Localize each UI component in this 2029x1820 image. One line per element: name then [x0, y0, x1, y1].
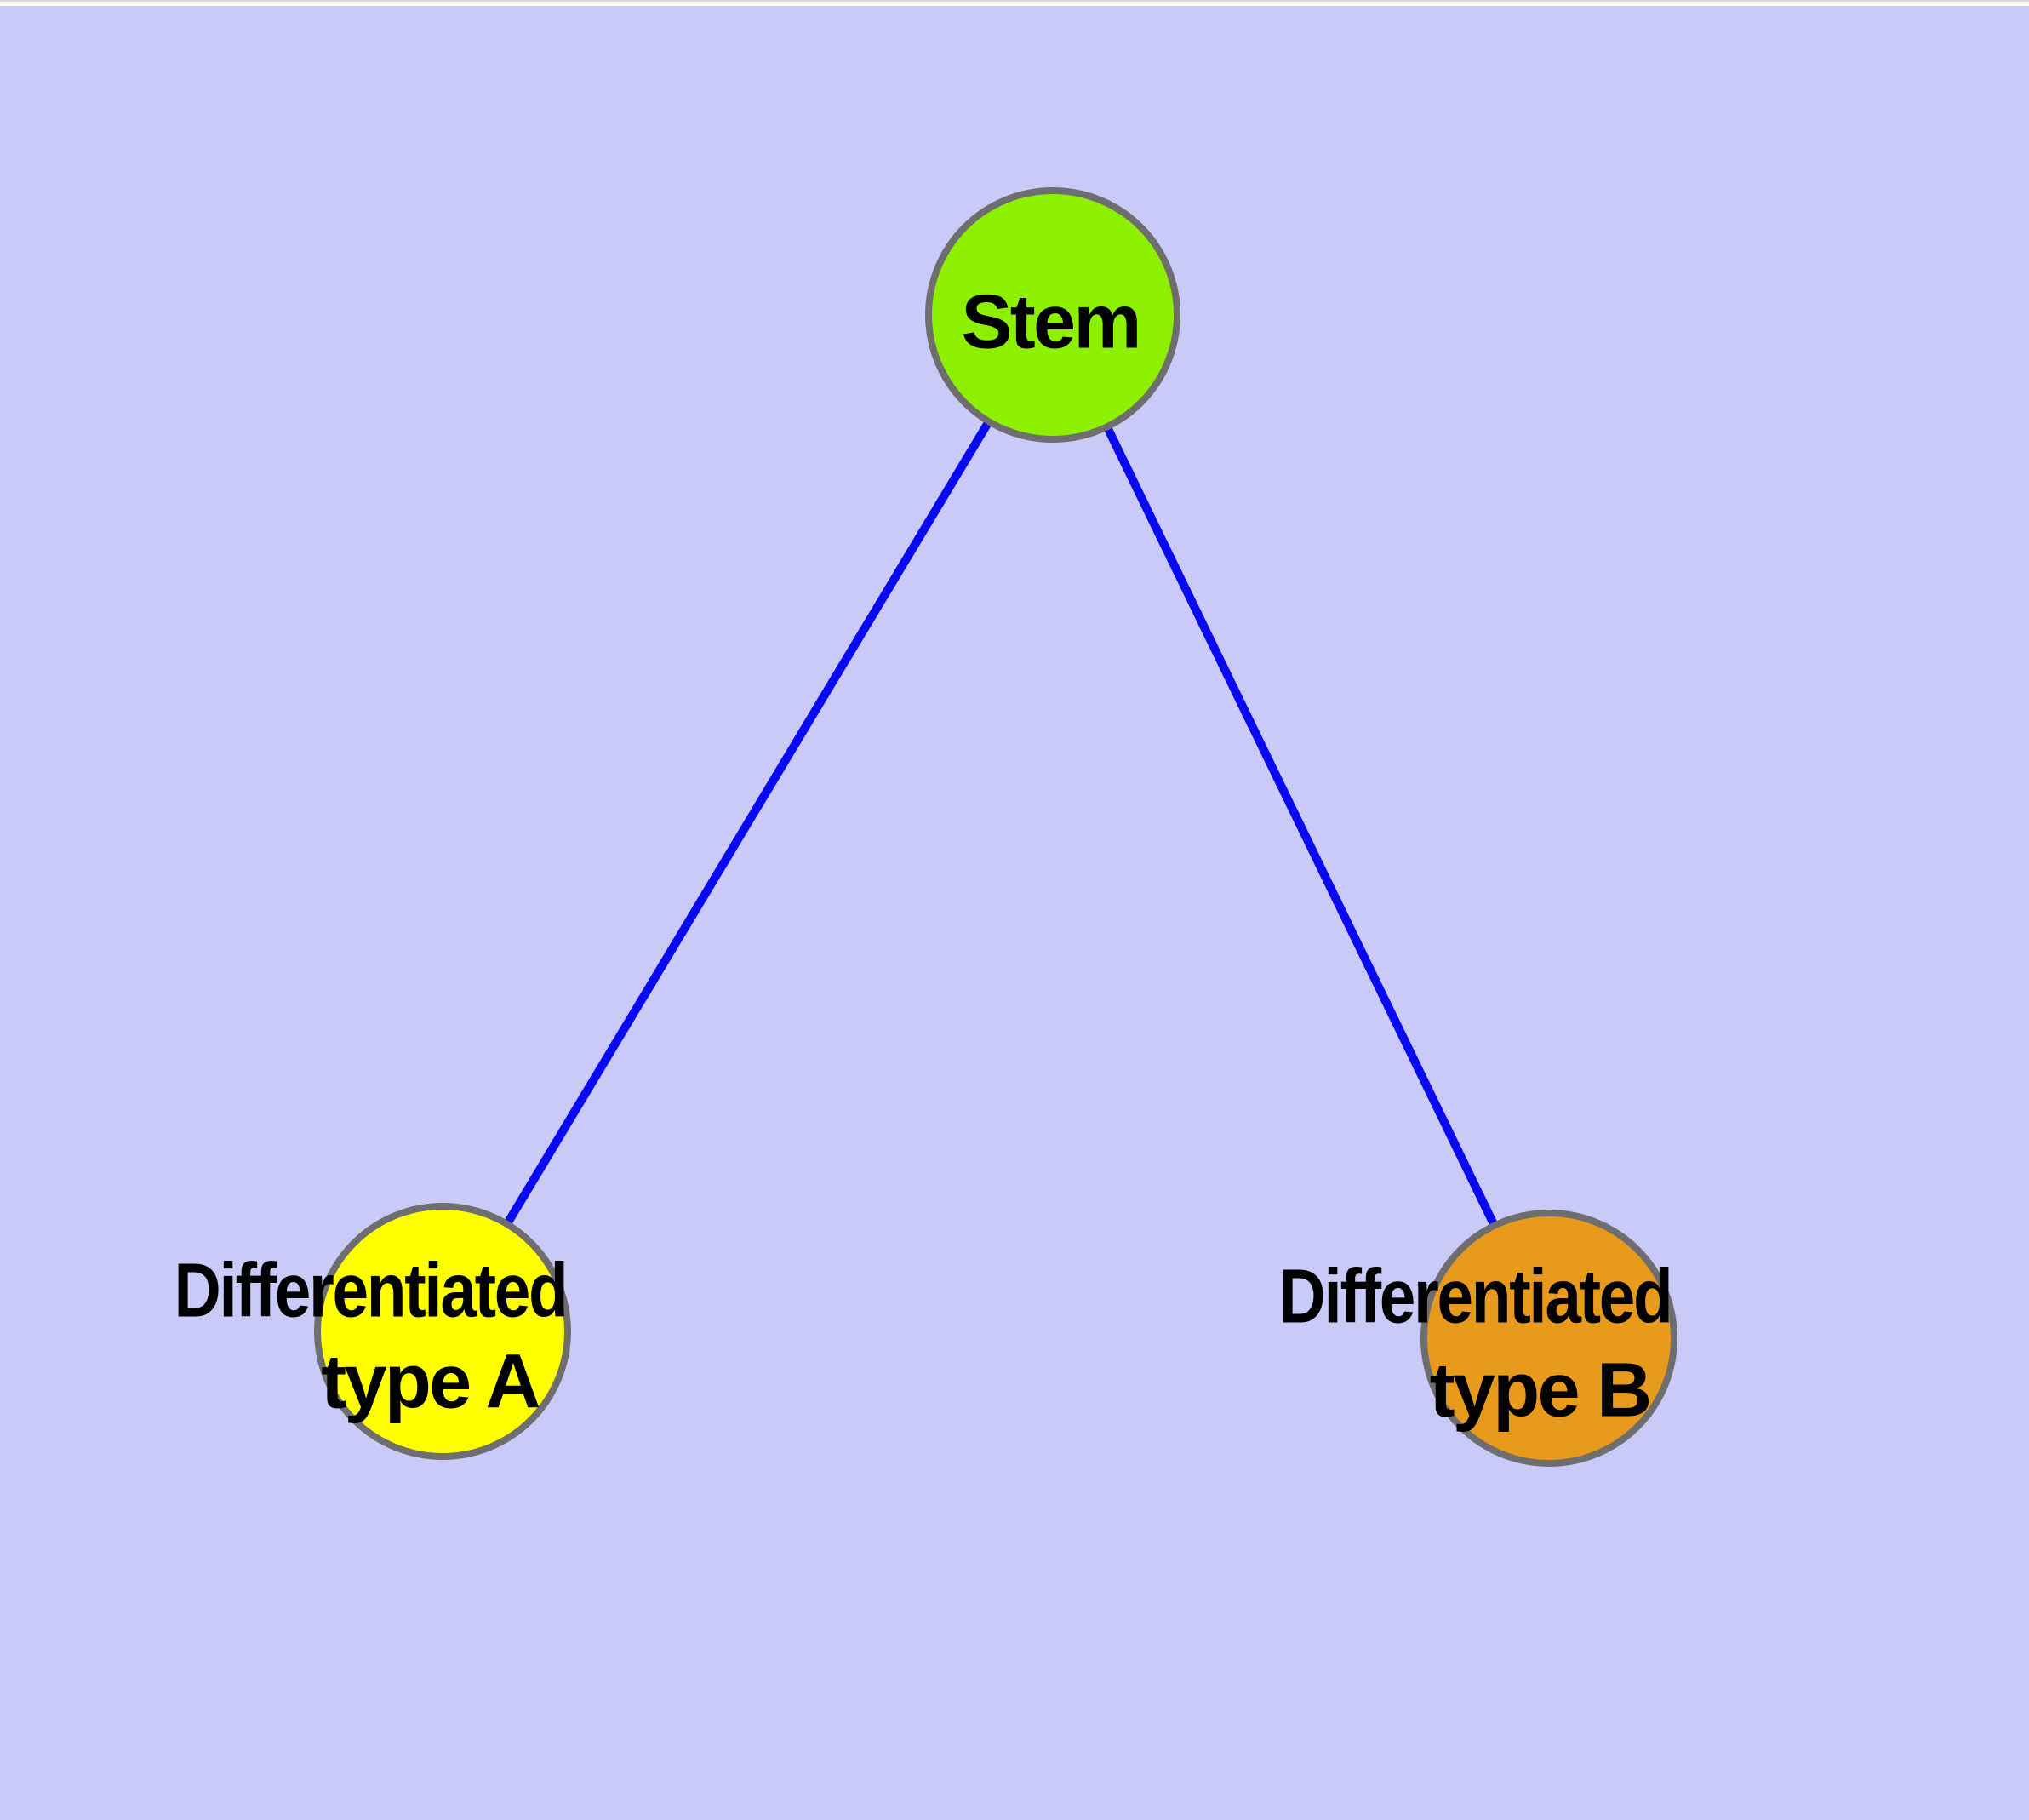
node-label-stem: Stem — [961, 279, 1141, 365]
node-label-type-a-line1: Differentiated — [140, 1248, 601, 1334]
node-label-type-a-line1-text: Differentiated — [174, 1248, 569, 1334]
node-differentiated-type-b[interactable] — [1420, 1210, 1677, 1467]
node-stem[interactable] — [925, 187, 1180, 443]
edge-stem-to-type-b — [1049, 312, 1553, 1341]
edge-stem-to-type-a — [438, 312, 1057, 1334]
node-label-type-b-line1: Differentiated — [1244, 1254, 1706, 1340]
node-label-type-a-line2: type A — [321, 1339, 540, 1425]
node-label-type-b-line2: type B — [1429, 1348, 1653, 1434]
top-border-strip — [0, 0, 2029, 6]
node-label-stem-text: Stem — [961, 279, 1141, 365]
node-label-type-b-line1-text: Differentiated — [1278, 1254, 1673, 1340]
node-label-type-b-line2-text: type B — [1429, 1348, 1653, 1434]
node-differentiated-type-a[interactable] — [314, 1203, 571, 1460]
node-label-type-a-line2-text: type A — [321, 1339, 540, 1425]
